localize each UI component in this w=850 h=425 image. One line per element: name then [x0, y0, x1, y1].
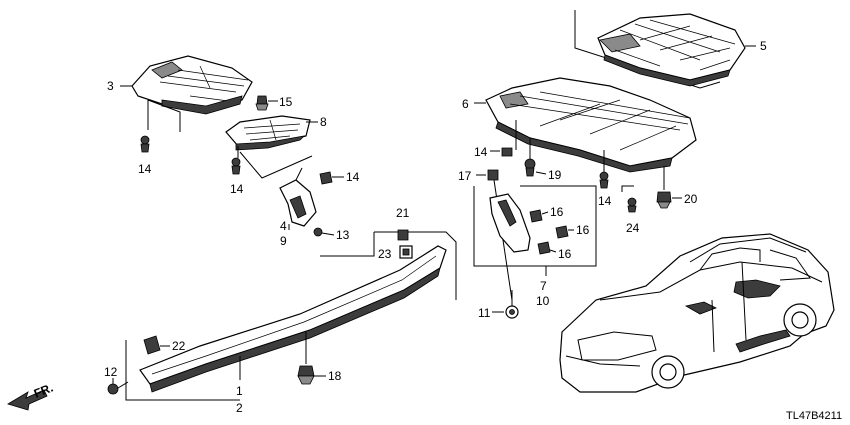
callout-10: 10	[536, 294, 550, 308]
clip-14-d: 14	[474, 145, 513, 159]
callout-24: 24	[626, 221, 640, 235]
callout-16b: 16	[576, 223, 590, 237]
callout-14b: 14	[230, 182, 244, 196]
clip-19: 19	[524, 158, 562, 182]
clip-14-e: 14	[598, 171, 612, 208]
callout-15: 15	[279, 95, 293, 109]
callout-16a: 16	[550, 205, 564, 219]
callout-2: 2	[236, 401, 243, 415]
callout-8: 8	[320, 115, 327, 129]
clip-14-b: 14	[230, 157, 244, 196]
callout-11: 11	[478, 306, 491, 320]
callout-14a: 14	[138, 162, 152, 176]
callout-20: 20	[684, 192, 698, 206]
callout-14c: 14	[346, 170, 360, 184]
clip-22: 22	[143, 335, 186, 355]
callout-6: 6	[462, 97, 469, 111]
callout-19: 19	[548, 168, 562, 182]
mudguard-part: 7 10	[473, 185, 597, 308]
clip-15: 15	[255, 95, 293, 111]
side-sill-garnish-part: 1 2	[125, 231, 457, 415]
clip-16-c: 16	[537, 241, 572, 261]
splash-shield-part: 8	[225, 115, 327, 158]
bracket-part: 4 9	[239, 151, 317, 248]
callout-7: 7	[540, 279, 547, 293]
callout-18: 18	[328, 369, 342, 383]
callout-13: 13	[336, 228, 350, 242]
callout-5: 5	[760, 39, 767, 53]
callout-12: 12	[104, 365, 118, 379]
clip-14-c: 14	[319, 170, 360, 185]
undercover-rear-part: 5	[574, 10, 767, 89]
clip-18: 18	[297, 332, 342, 385]
undercover-front-left-part: 3	[107, 55, 253, 132]
callout-16c: 16	[558, 247, 572, 261]
screw-13: 13	[313, 227, 350, 242]
clip-23: 23	[378, 245, 413, 261]
callout-1: 1	[236, 384, 243, 398]
callout-22: 22	[172, 339, 186, 353]
callout-14d: 14	[474, 145, 488, 159]
direction-label: FR.	[32, 381, 55, 401]
callout-4: 4	[280, 219, 287, 233]
clip-16-b: 16	[555, 223, 590, 239]
undercover-center-part: 6	[462, 77, 697, 173]
clip-20: 20	[656, 166, 698, 209]
callout-21: 21	[396, 206, 410, 220]
callout-17: 17	[458, 169, 472, 183]
front-direction-arrow-icon: FR.	[7, 381, 55, 411]
screw-11: 11	[478, 290, 519, 320]
callout-3: 3	[107, 79, 114, 93]
clip-24: 24	[621, 185, 640, 235]
clip-21: 21	[396, 206, 410, 241]
screw-12: 12	[104, 365, 129, 395]
callout-9: 9	[280, 234, 287, 248]
diagram-code: TL47B4211	[786, 410, 842, 422]
vehicle-outline-icon	[559, 233, 835, 393]
clip-14-a: 14	[138, 135, 152, 176]
clip-16-a: 16	[529, 205, 564, 223]
callout-14-right: 14	[598, 194, 612, 208]
callout-23: 23	[378, 247, 392, 261]
